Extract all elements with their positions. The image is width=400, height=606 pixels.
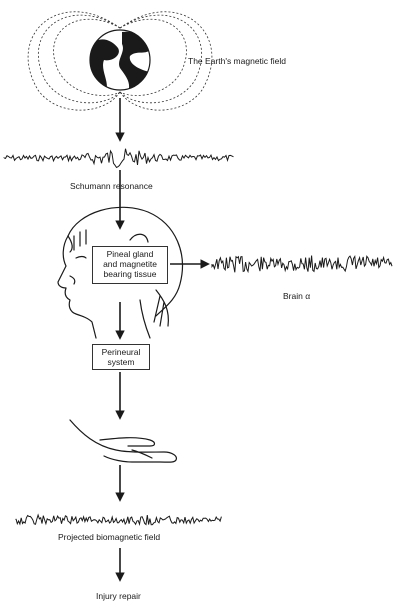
label-schumann-resonance: Schumann resonance [70, 181, 153, 191]
pineal-line-2: and magnetite [103, 259, 157, 269]
label-projected-biomagnetic-field: Projected biomagnetic field [58, 532, 161, 542]
magnetic-field-lines [27, 11, 213, 111]
hand-icon [69, 419, 177, 463]
perineural-system-box: Perineural system [92, 344, 150, 370]
projected-field-waveform [15, 513, 222, 526]
flow-arrows [115, 98, 210, 582]
label-brain-alpha: Brain α [283, 291, 311, 301]
label-injury-repair: Injury repair [96, 591, 141, 601]
brain-alpha-waveform [211, 254, 393, 274]
label-earth-magnetic-field: The Earth's magnetic field [188, 56, 287, 66]
schumann-waveform [3, 148, 234, 169]
pineal-line-1: Pineal gland [106, 249, 154, 259]
perineural-line-2: system [107, 357, 135, 367]
head-profile-icon [57, 206, 184, 339]
globe-icon [89, 29, 151, 91]
perineural-line-1: Perineural [101, 347, 141, 357]
pineal-line-3: bearing tissue [103, 269, 157, 279]
pineal-gland-box: Pineal gland and magnetite bearing tissu… [92, 246, 168, 284]
